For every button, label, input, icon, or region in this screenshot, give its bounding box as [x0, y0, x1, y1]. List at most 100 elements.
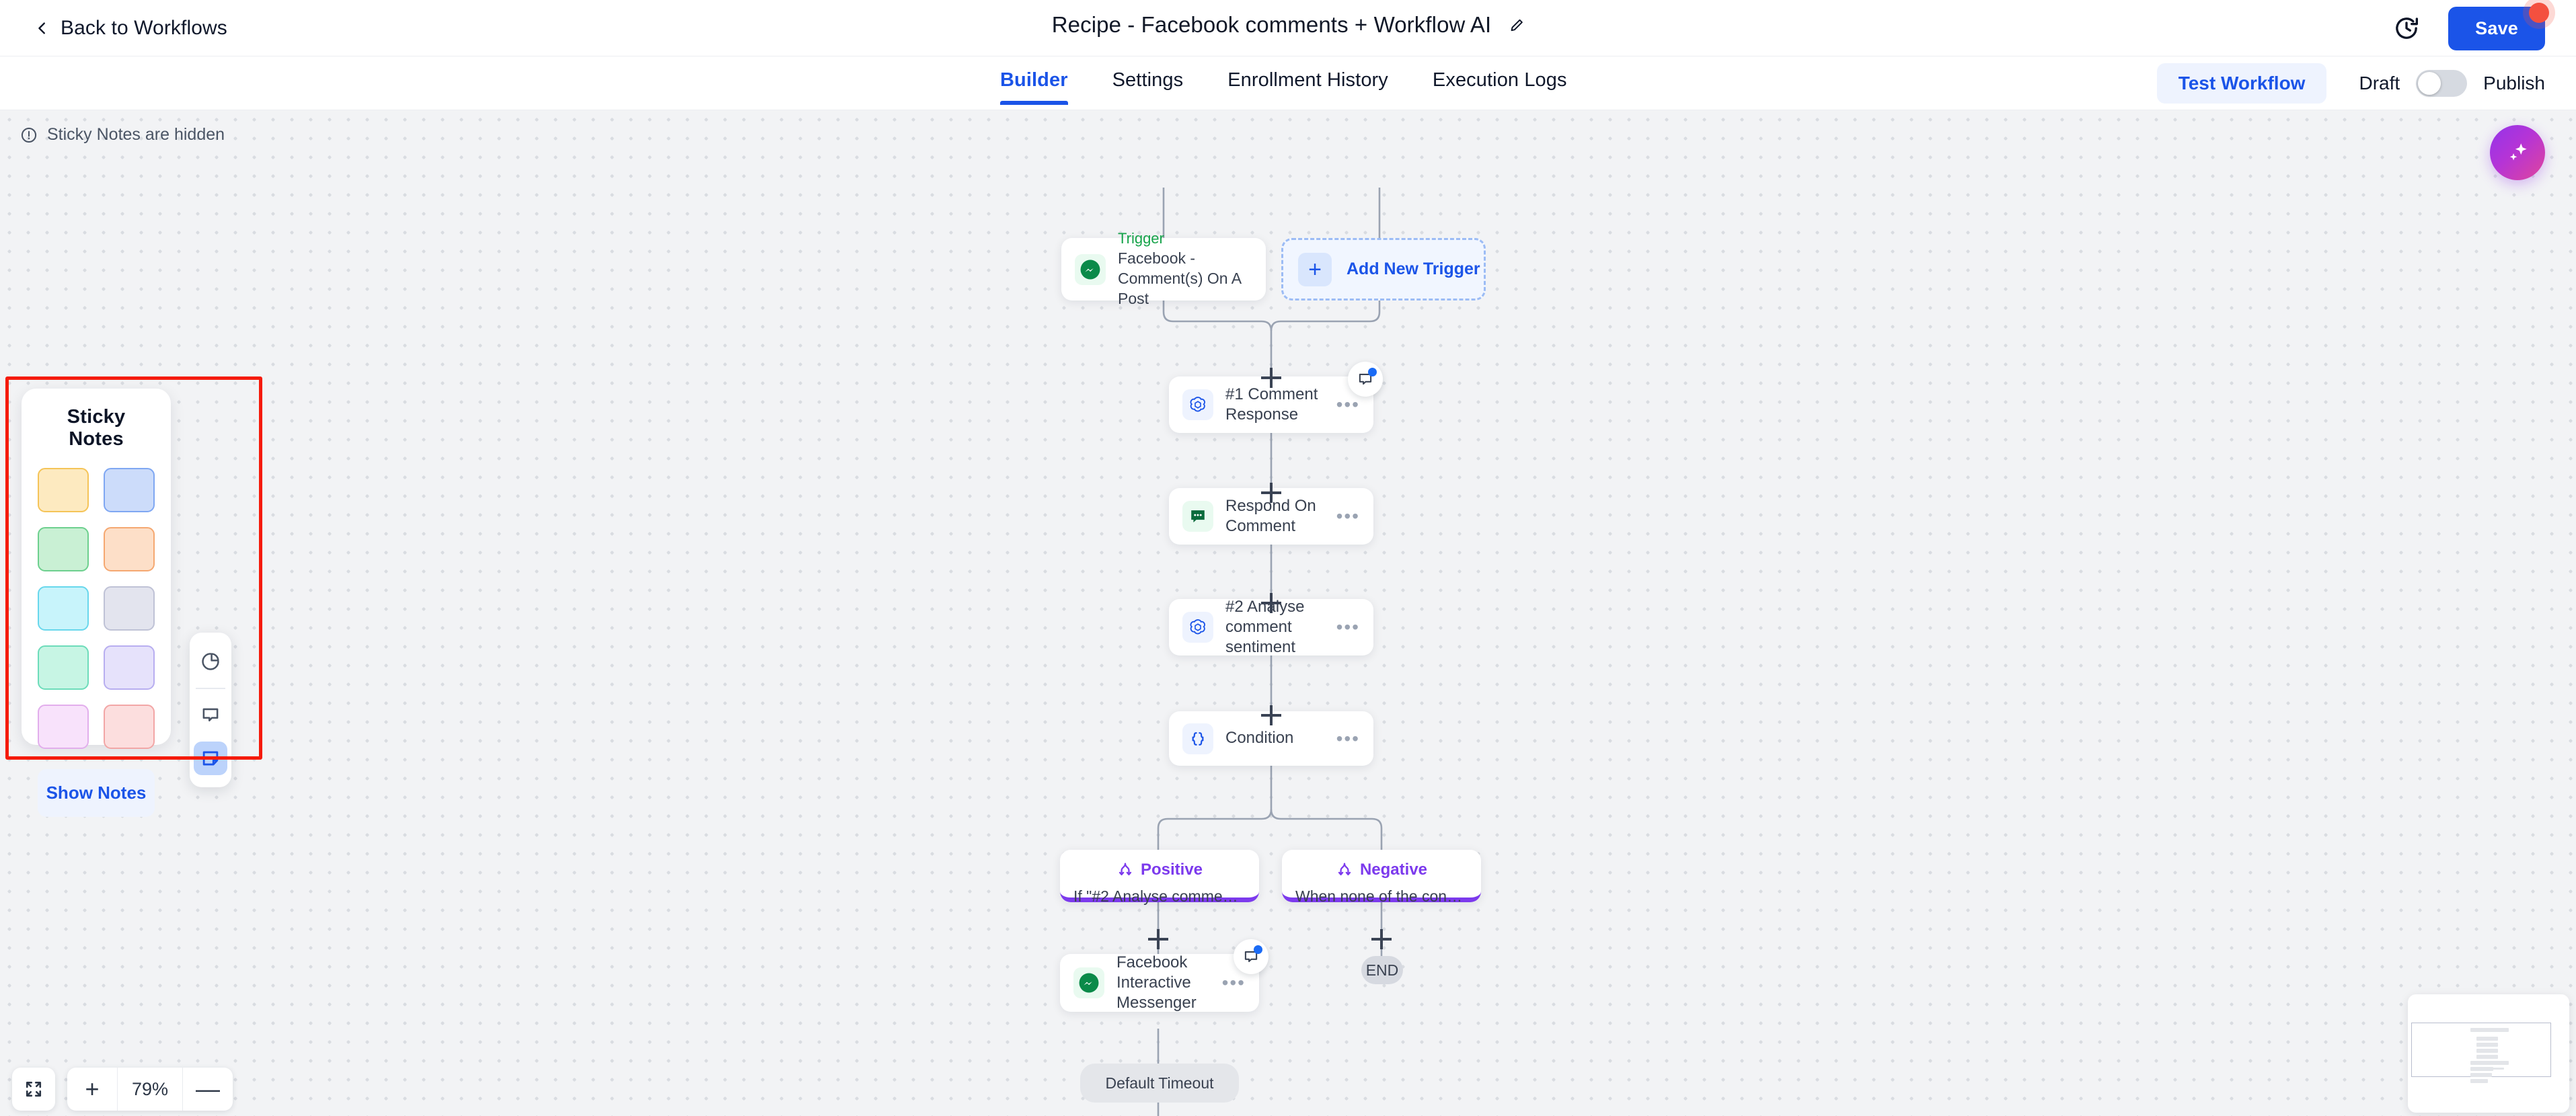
minimap-node — [2476, 1043, 2498, 1047]
zoom-level-group: + 79% — — [67, 1068, 233, 1111]
branch-card-positive[interactable]: Positive If "#2 Analyse comment sentimen… — [1060, 850, 1259, 905]
sticky-swatch-peach[interactable] — [104, 527, 155, 571]
tab-settings[interactable]: Settings — [1112, 69, 1184, 91]
workflow-title-group: Recipe - Facebook comments + Workflow AI — [1052, 12, 1525, 38]
zoom-divider — [182, 1068, 183, 1111]
sticky-note-icon — [202, 751, 219, 766]
branch-icon — [1338, 863, 1351, 876]
info-circle-icon — [21, 127, 37, 143]
node-comment-badge[interactable] — [1234, 939, 1268, 974]
node-menu-button[interactable]: ••• — [1336, 394, 1360, 415]
trigger-node-texts: Trigger Facebook - Comment(s) On A Post — [1118, 229, 1266, 309]
tab-bar: Builder Settings Enrollment History Exec… — [0, 56, 2576, 110]
toolbar-divider — [196, 688, 225, 689]
save-button-wrapper: Save — [2448, 2, 2549, 50]
zoom-out-button[interactable]: — — [183, 1068, 233, 1111]
sticky-notes-hidden-banner: Sticky Notes are hidden — [20, 125, 225, 145]
sticky-swatch-pink-light[interactable] — [38, 705, 89, 749]
default-timeout-pill[interactable]: Default Timeout — [1080, 1064, 1239, 1103]
node-menu-button[interactable]: ••• — [1336, 506, 1360, 526]
minimap-node — [2470, 1073, 2492, 1077]
sticky-swatch-grey-lilac[interactable] — [104, 586, 155, 631]
fit-to-screen-icon — [26, 1081, 42, 1097]
minimap-node — [2484, 1068, 2504, 1070]
openai-icon — [1182, 612, 1213, 643]
pencil-icon[interactable] — [1509, 17, 1524, 33]
zoom-controls: + 79% — — [12, 1068, 233, 1111]
analytics-tool-button[interactable] — [194, 645, 227, 678]
sticky-swatch-mint[interactable] — [38, 645, 89, 690]
add-step-plus-5[interactable] — [1148, 929, 1168, 949]
sticky-swatch-yellow[interactable] — [38, 468, 89, 512]
sticky-swatch-blue[interactable] — [104, 468, 155, 512]
publish-label: Publish — [2483, 73, 2545, 93]
sticky-swatch-green[interactable] — [38, 527, 89, 571]
node-label: Condition — [1225, 729, 1294, 748]
openai-icon — [1182, 389, 1213, 420]
branch-header: Negative — [1295, 861, 1468, 879]
ai-sparkle-icon — [2509, 143, 2527, 161]
messenger-glyph — [1079, 973, 1099, 993]
braces-glyph — [1192, 731, 1204, 746]
respond-comment-glyph — [1191, 510, 1205, 523]
trigger-kicker-label: Trigger — [1118, 230, 1164, 247]
sticky-swatch-rose[interactable] — [104, 705, 155, 749]
branch-description: If "#2 Analyse comment sentiment - R... — [1073, 887, 1246, 905]
header-actions: Save — [2393, 0, 2549, 56]
node-label: #2 Analyse comment sentiment — [1225, 597, 1305, 657]
node-facebook-interactive-messenger[interactable]: Facebook Interactive Messenger ••• — [1060, 939, 1268, 1012]
history-clock-icon[interactable] — [2393, 15, 2420, 42]
tab-builder[interactable]: Builder — [1000, 69, 1068, 105]
unsaved-changes-indicator — [2529, 2, 2549, 23]
node-menu-button[interactable]: ••• — [1336, 727, 1360, 749]
end-node-right: END — [1361, 956, 1403, 984]
branch-name-label: Negative — [1359, 861, 1428, 879]
sticky-swatch-cyan[interactable] — [38, 586, 89, 631]
zoom-divider — [117, 1068, 118, 1111]
tab-list: Builder Settings Enrollment History Exec… — [1000, 56, 1567, 110]
sticky-swatch-lavender[interactable] — [104, 645, 155, 690]
branch-card-negative[interactable]: Negative When none of the conditions are… — [1282, 850, 1481, 905]
publish-toggle[interactable] — [2416, 70, 2468, 97]
minimap-node — [2470, 1079, 2488, 1083]
minimap-node — [2470, 1067, 2493, 1071]
add-new-trigger-label: Add New Trigger — [1347, 260, 1480, 278]
branch-icon — [1119, 863, 1132, 876]
sticky-notes-hidden-label: Sticky Notes are hidden — [47, 125, 225, 144]
tab-enrollment-history[interactable]: Enrollment History — [1227, 69, 1388, 91]
tab-bar-actions: Test Workflow Draft Publish — [2156, 56, 2545, 110]
node-menu-button[interactable]: ••• — [1336, 616, 1360, 637]
facebook-messenger-icon — [1073, 967, 1104, 998]
add-new-trigger-button[interactable]: + Add New Trigger — [1281, 238, 1486, 301]
canvas-tool-palette — [190, 633, 231, 787]
add-step-plus-2[interactable] — [1261, 483, 1281, 503]
ai-assistant-button[interactable] — [2490, 125, 2545, 180]
add-step-plus-6[interactable] — [1371, 929, 1392, 949]
facebook-messenger-icon — [1075, 253, 1106, 285]
show-notes-button[interactable]: Show Notes — [38, 769, 155, 817]
back-to-workflows-button[interactable]: Back to Workflows — [35, 17, 227, 40]
sticky-note-tool-button[interactable] — [194, 742, 227, 775]
publish-toggle-group: Draft Publish — [2359, 70, 2545, 97]
test-workflow-button[interactable]: Test Workflow — [2156, 63, 2327, 104]
page-title: Recipe - Facebook comments + Workflow AI — [1051, 12, 1492, 37]
node-comment-response[interactable]: #1 Comment Response ••• — [1169, 362, 1383, 433]
fit-to-screen-button[interactable] — [12, 1068, 55, 1111]
trigger-node[interactable]: Trigger Facebook - Comment(s) On A Post — [1061, 230, 1266, 307]
minimap-node — [2476, 1049, 2498, 1053]
draft-label: Draft — [2359, 73, 2400, 93]
add-step-plus-1[interactable] — [1261, 368, 1281, 388]
add-step-plus-4[interactable] — [1261, 705, 1281, 725]
toggle-knob — [2418, 72, 2441, 95]
tab-execution-logs[interactable]: Execution Logs — [1432, 69, 1567, 91]
add-step-plus-3[interactable] — [1261, 593, 1281, 613]
node-menu-button[interactable]: ••• — [1221, 972, 1246, 993]
canvas-minimap[interactable] — [2408, 994, 2569, 1113]
branch-name-label: Positive — [1140, 861, 1203, 879]
zoom-in-button[interactable]: + — [67, 1068, 117, 1111]
sticky-notes-panel: Sticky Notes Show Notes — [22, 389, 171, 817]
comment-tool-button[interactable] — [194, 699, 227, 732]
node-comment-badge[interactable] — [1348, 362, 1383, 397]
workflow-canvas[interactable]: Sticky Notes are hidden — [0, 110, 2576, 1116]
